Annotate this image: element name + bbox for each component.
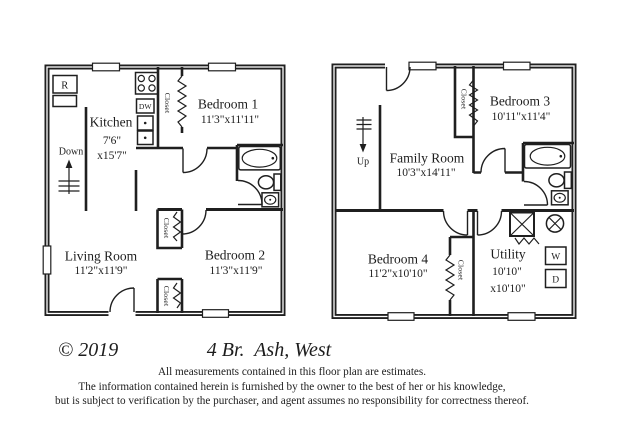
bedroom2-dims: 11'3"x11'9" [210,265,263,277]
toilet-icon [257,173,282,192]
window [408,61,437,71]
bathroom-sink-icon [550,190,569,206]
down-label: Down [59,147,83,158]
window [42,245,52,275]
door-swing [385,66,549,236]
closet-rod [176,75,188,128]
kitchen-dims2: x15'7" [97,150,127,162]
kitchen-label: Kitchen [90,115,133,130]
closet-rod [172,282,182,309]
exterior-walls [44,64,286,316]
window [387,312,415,321]
bathtub-icon [238,145,282,171]
utility-dims1: 10'10" [492,266,522,278]
bathtub-icon [523,143,572,169]
furnace-icon [509,211,535,237]
disclaimer-line-1: All measurements contained in this floor… [157,366,427,378]
bedroom3-label: Bedroom 3 [490,94,551,109]
toilet-icon [548,171,573,190]
dishwasher-icon: DW [135,98,155,114]
utility-dims2: x10'10" [490,283,526,295]
closet-label: Closet [162,218,171,239]
closet-label: Closet [460,89,469,110]
bathroom-sink-icon [261,192,280,208]
second-floor-plan: W D Family Room 10'3"x14'11" Bedroom 3 1… [331,61,577,321]
closet-label: Closet [162,286,171,307]
counter-box [52,94,78,108]
refrigerator-label: R [61,81,68,92]
closet-label: Closet [163,93,172,114]
refrigerator-icon: R [52,74,78,108]
plan-title: 4 Br. Ash, West [206,339,332,361]
up-label: Up [357,157,369,168]
family-room-label: Family Room [390,151,465,166]
entry-door-gap [385,61,410,72]
disclaimer-line-3: but is subject to verification by the pu… [55,395,529,407]
window [201,309,230,318]
interior-walls [336,66,574,316]
sink-cabinet-icon [136,115,154,146]
closet-rod [468,79,479,127]
water-line-zigzag [514,237,540,246]
stairs-down-icon [58,159,80,194]
utility-label: Utility [490,247,526,262]
closet-rod [444,254,456,301]
bedroom2-label: Bedroom 2 [205,248,265,263]
window [507,312,536,321]
dryer-label: D [552,276,559,286]
stove-icon [134,71,159,95]
bedroom4-dims: 11'2"x10'10" [368,268,427,280]
stairs-up-icon [356,117,372,153]
window [91,62,121,72]
dishwasher-label: DW [139,102,152,111]
front-door-gap [108,308,136,319]
closet-label: Closet [457,260,466,281]
bedroom3-dims: 10'11"x11'4" [492,111,551,123]
living-room-label: Living Room [65,249,138,264]
washer-icon: W [544,246,567,266]
kitchen-dims1: 7'6" [103,135,121,147]
copyright-text: © 2019 [58,339,119,361]
bedroom1-label: Bedroom 1 [198,97,258,112]
window [502,61,531,71]
bedroom4-label: Bedroom 4 [368,252,429,267]
door-swing [109,148,263,313]
living-room-dims: 11'2"x11'9" [75,265,128,277]
disclaimer-line-2: The information contained herein is furn… [78,380,506,393]
window [207,62,237,72]
family-room-dims: 10'3"x14'11" [396,167,455,179]
dryer-icon: D [544,268,567,289]
closet-rod [172,211,182,242]
washer-label: W [551,253,560,263]
fan-icon [545,214,565,233]
first-floor-plan: R DW [42,62,286,319]
bedroom1-dims: 11'3"x11'11" [201,114,259,126]
